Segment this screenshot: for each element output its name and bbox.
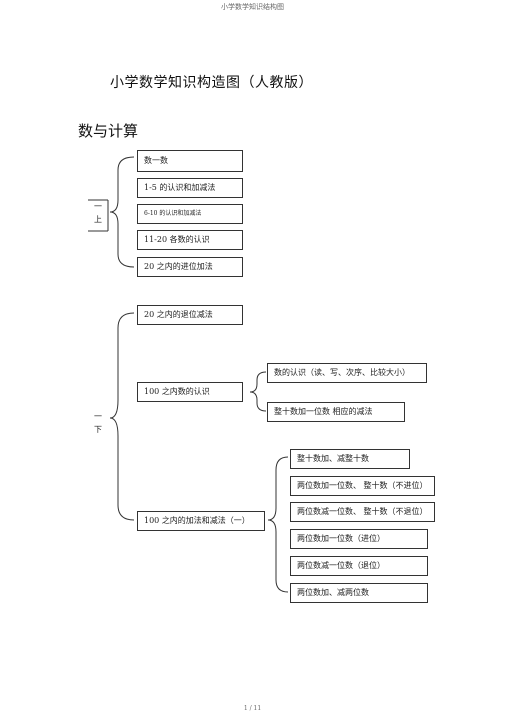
subtopic-box: 数的认识（读、写、次序、比较大小）	[267, 363, 427, 383]
subtopic-box: 两位数加一位数（进位）	[290, 529, 428, 549]
bracket-grade1b	[109, 312, 135, 521]
grade-label-1a: 一 上	[94, 202, 102, 224]
topic-box: 数一数	[137, 150, 243, 172]
topic-box: 100 之内的加法和减法（一）	[137, 511, 265, 531]
topic-box: 11-20 各数的认识	[137, 230, 243, 250]
bracket-100	[249, 371, 267, 412]
subtopic-box: 两位数加、减两位数	[290, 583, 428, 603]
subtopic-box: 整十数加、减整十数	[290, 449, 410, 469]
page-number: 1 / 11	[243, 705, 262, 712]
subtopic-box: 两位数加一位数、 整十数（不进位）	[290, 476, 435, 496]
bracket-addsub	[267, 456, 289, 593]
page-header: 小学数学知识结构图	[221, 3, 284, 11]
topic-box: 20 之内的进位加法	[137, 257, 243, 277]
subtopic-box: 两位数减一位数（退位）	[290, 556, 428, 576]
document-title: 小学数学知识构造图（人教版）	[110, 75, 313, 91]
subtopic-box: 整十数加一位数 相应的减法	[267, 402, 405, 422]
grade-label-1b: 一 下	[94, 412, 102, 434]
topic-box: 6-10 的认识和加减法	[137, 204, 243, 224]
bracket-grade1a	[109, 156, 135, 268]
topic-box: 100 之内数的认识	[137, 382, 243, 402]
topic-box: 20 之内的退位减法	[137, 305, 243, 325]
section-heading: 数与计算	[78, 122, 139, 140]
topic-box: 1-5 的认识和加减法	[137, 178, 243, 198]
subtopic-box: 两位数减一位数、 整十数（不退位）	[290, 502, 435, 522]
